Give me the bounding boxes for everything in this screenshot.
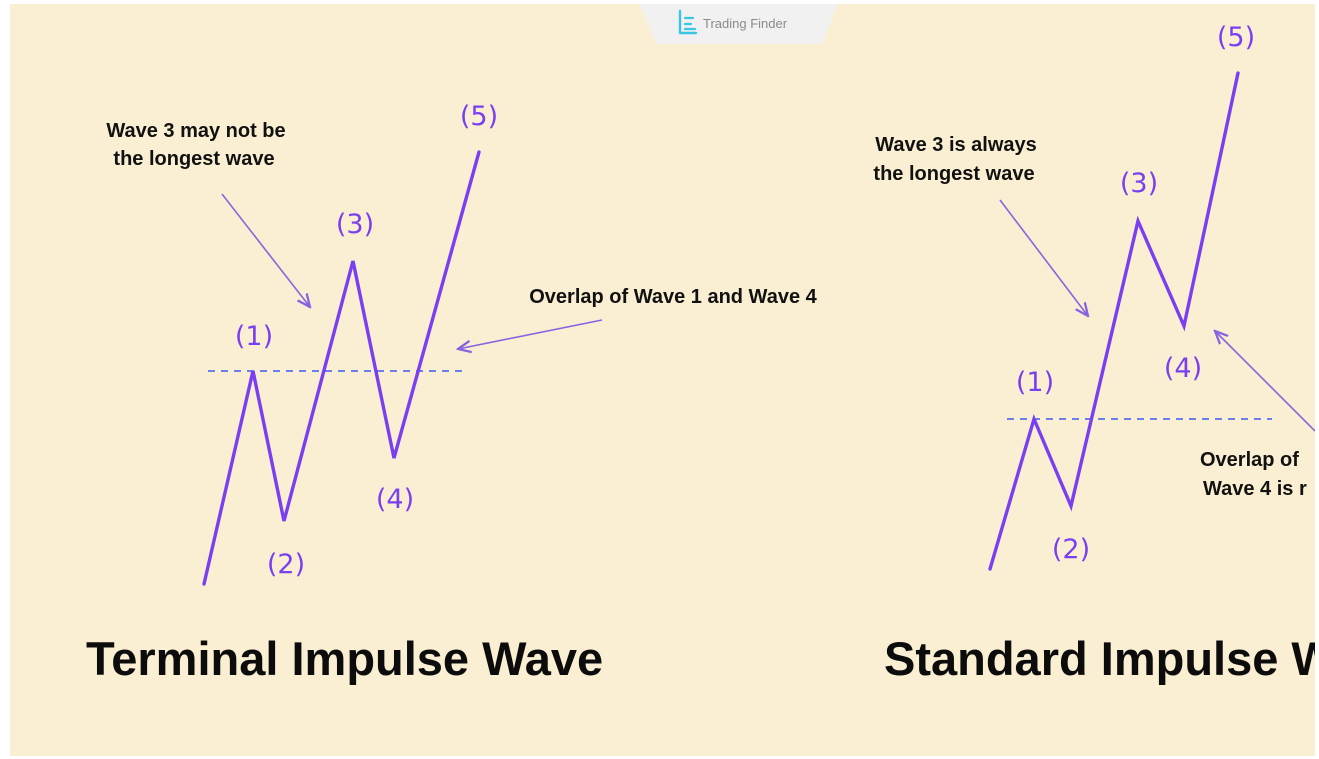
standard-wave3-note-line1: Wave 3 is always [875,134,1037,156]
terminal-label-4: (4) [376,484,414,515]
terminal-label-2: (2) [267,549,305,580]
terminal-wave3-note-arrow [221,193,310,307]
impulse-wave-diagram: Trading Finder Wave 3 may not be the lon… [86,4,1315,685]
standard-label-1: (1) [1016,367,1054,398]
trading-finder-logo-icon [678,9,698,35]
terminal-label-3: (3) [336,209,374,240]
standard-overlap-note-arrow [1215,331,1315,432]
standard-label-3: (3) [1120,168,1158,199]
terminal-wave-panel: Wave 3 may not be the longest wave Overl… [86,101,818,685]
terminal-title: Terminal Impulse Wave [86,632,603,685]
terminal-wave3-note-line1: Wave 3 may not be [106,120,285,142]
terminal-overlap-note: Overlap of Wave 1 and Wave 4 [529,286,817,308]
brand-logo: Trading Finder [640,4,838,44]
standard-label-4: (4) [1164,353,1202,384]
standard-wave3-note-arrow [999,199,1088,316]
terminal-wave-path [202,150,481,586]
standard-title: Standard Impulse W [884,632,1315,685]
standard-label-2: (2) [1052,534,1090,565]
terminal-wave3-note-line2: the longest wave [113,148,274,170]
standard-wave-path [988,71,1240,571]
standard-overlap-note-line2: Wave 4 is r [1203,478,1307,500]
standard-wave-panel: Wave 3 is always the longest wave Overla… [873,22,1315,685]
terminal-label-5: (5) [460,101,498,132]
standard-overlap-note-line1: Overlap of [1200,449,1299,471]
brand-name: Trading Finder [703,16,788,31]
terminal-label-1: (1) [235,321,273,352]
standard-wave3-note-line2: the longest wave [873,163,1034,185]
diagram-canvas: Trading Finder Wave 3 may not be the lon… [10,4,1315,756]
terminal-overlap-note-arrow [458,319,603,349]
standard-label-5: (5) [1217,22,1255,53]
